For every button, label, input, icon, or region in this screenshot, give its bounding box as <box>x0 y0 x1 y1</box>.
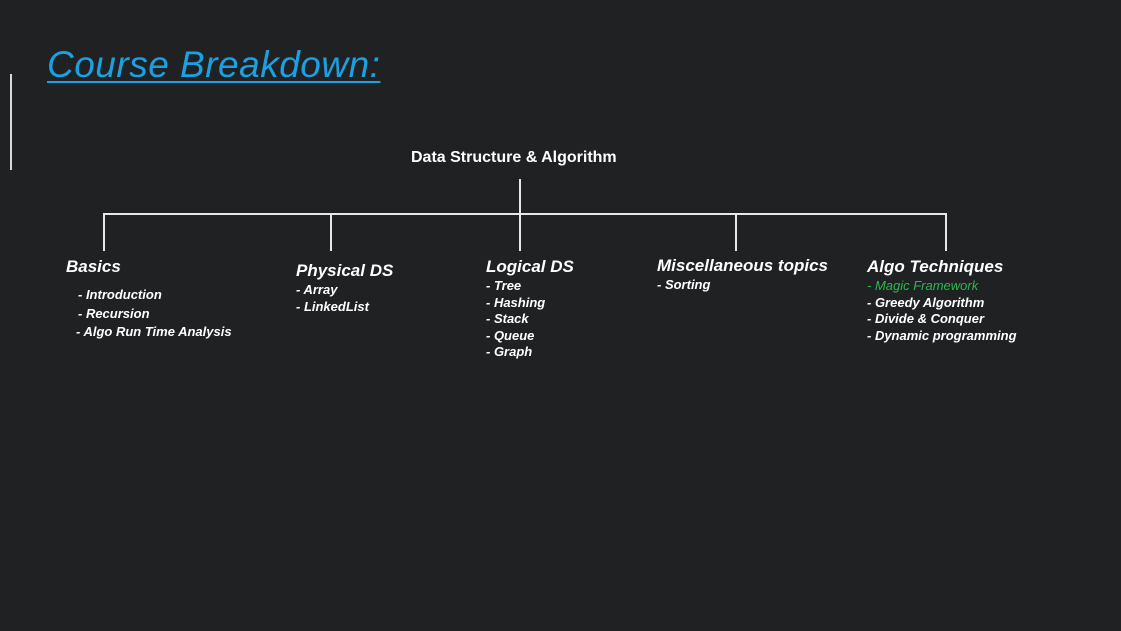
list-item: - Hashing <box>486 294 546 310</box>
branch-title: Algo Techniques <box>867 257 1004 276</box>
branch-logical-ds: Logical DS - Tree - Hashing - Stack - Qu… <box>486 257 574 361</box>
branch-physical-ds: Physical DS - Array - LinkedList <box>296 261 393 315</box>
branch-algo-techniques: Algo Techniques - Magic Framework - Gree… <box>867 257 1017 344</box>
list-item: - Algo Run Time Analysis <box>76 324 232 339</box>
list-item: - Sorting <box>657 277 711 292</box>
list-item: - Queue <box>486 327 535 343</box>
slide-left-bar <box>10 74 12 170</box>
branch-items: - Introduction - Recursion - Algo Run Ti… <box>66 286 232 342</box>
list-item: - Recursion <box>78 305 150 321</box>
list-item: - LinkedList <box>296 298 369 314</box>
branch-miscellaneous-topics: Miscellaneous topics - Sorting <box>657 256 828 294</box>
branch-title: Basics <box>66 257 121 276</box>
list-item: - Stack <box>486 311 529 326</box>
branch-items: - Magic Framework - Greedy Algorithm - D… <box>867 278 1017 344</box>
list-item: - Dynamic programming <box>867 327 1017 343</box>
branch-title: Physical DS <box>296 261 394 280</box>
tree-root-label: Data Structure & Algorithm <box>411 149 617 166</box>
branch-items: - Array - LinkedList <box>296 282 393 315</box>
branch-title: Miscellaneous topics <box>657 256 828 275</box>
branch-items: - Tree - Hashing - Stack - Queue - Graph <box>486 278 574 361</box>
list-item: - Tree <box>486 278 522 293</box>
list-item: - Array <box>296 282 338 297</box>
list-item: - Graph <box>486 344 533 359</box>
branch-items: - Sorting <box>657 277 828 294</box>
branch-basics: Basics - Introduction - Recursion - Algo… <box>66 257 232 342</box>
list-item: - Introduction <box>78 287 162 302</box>
slide-title: Course Breakdown: <box>47 44 381 85</box>
list-item-highlighted: - Magic Framework <box>867 278 979 293</box>
list-item: - Greedy Algorithm <box>867 294 985 310</box>
list-item: - Divide & Conquer <box>867 311 985 326</box>
branch-title: Logical DS <box>486 257 574 276</box>
